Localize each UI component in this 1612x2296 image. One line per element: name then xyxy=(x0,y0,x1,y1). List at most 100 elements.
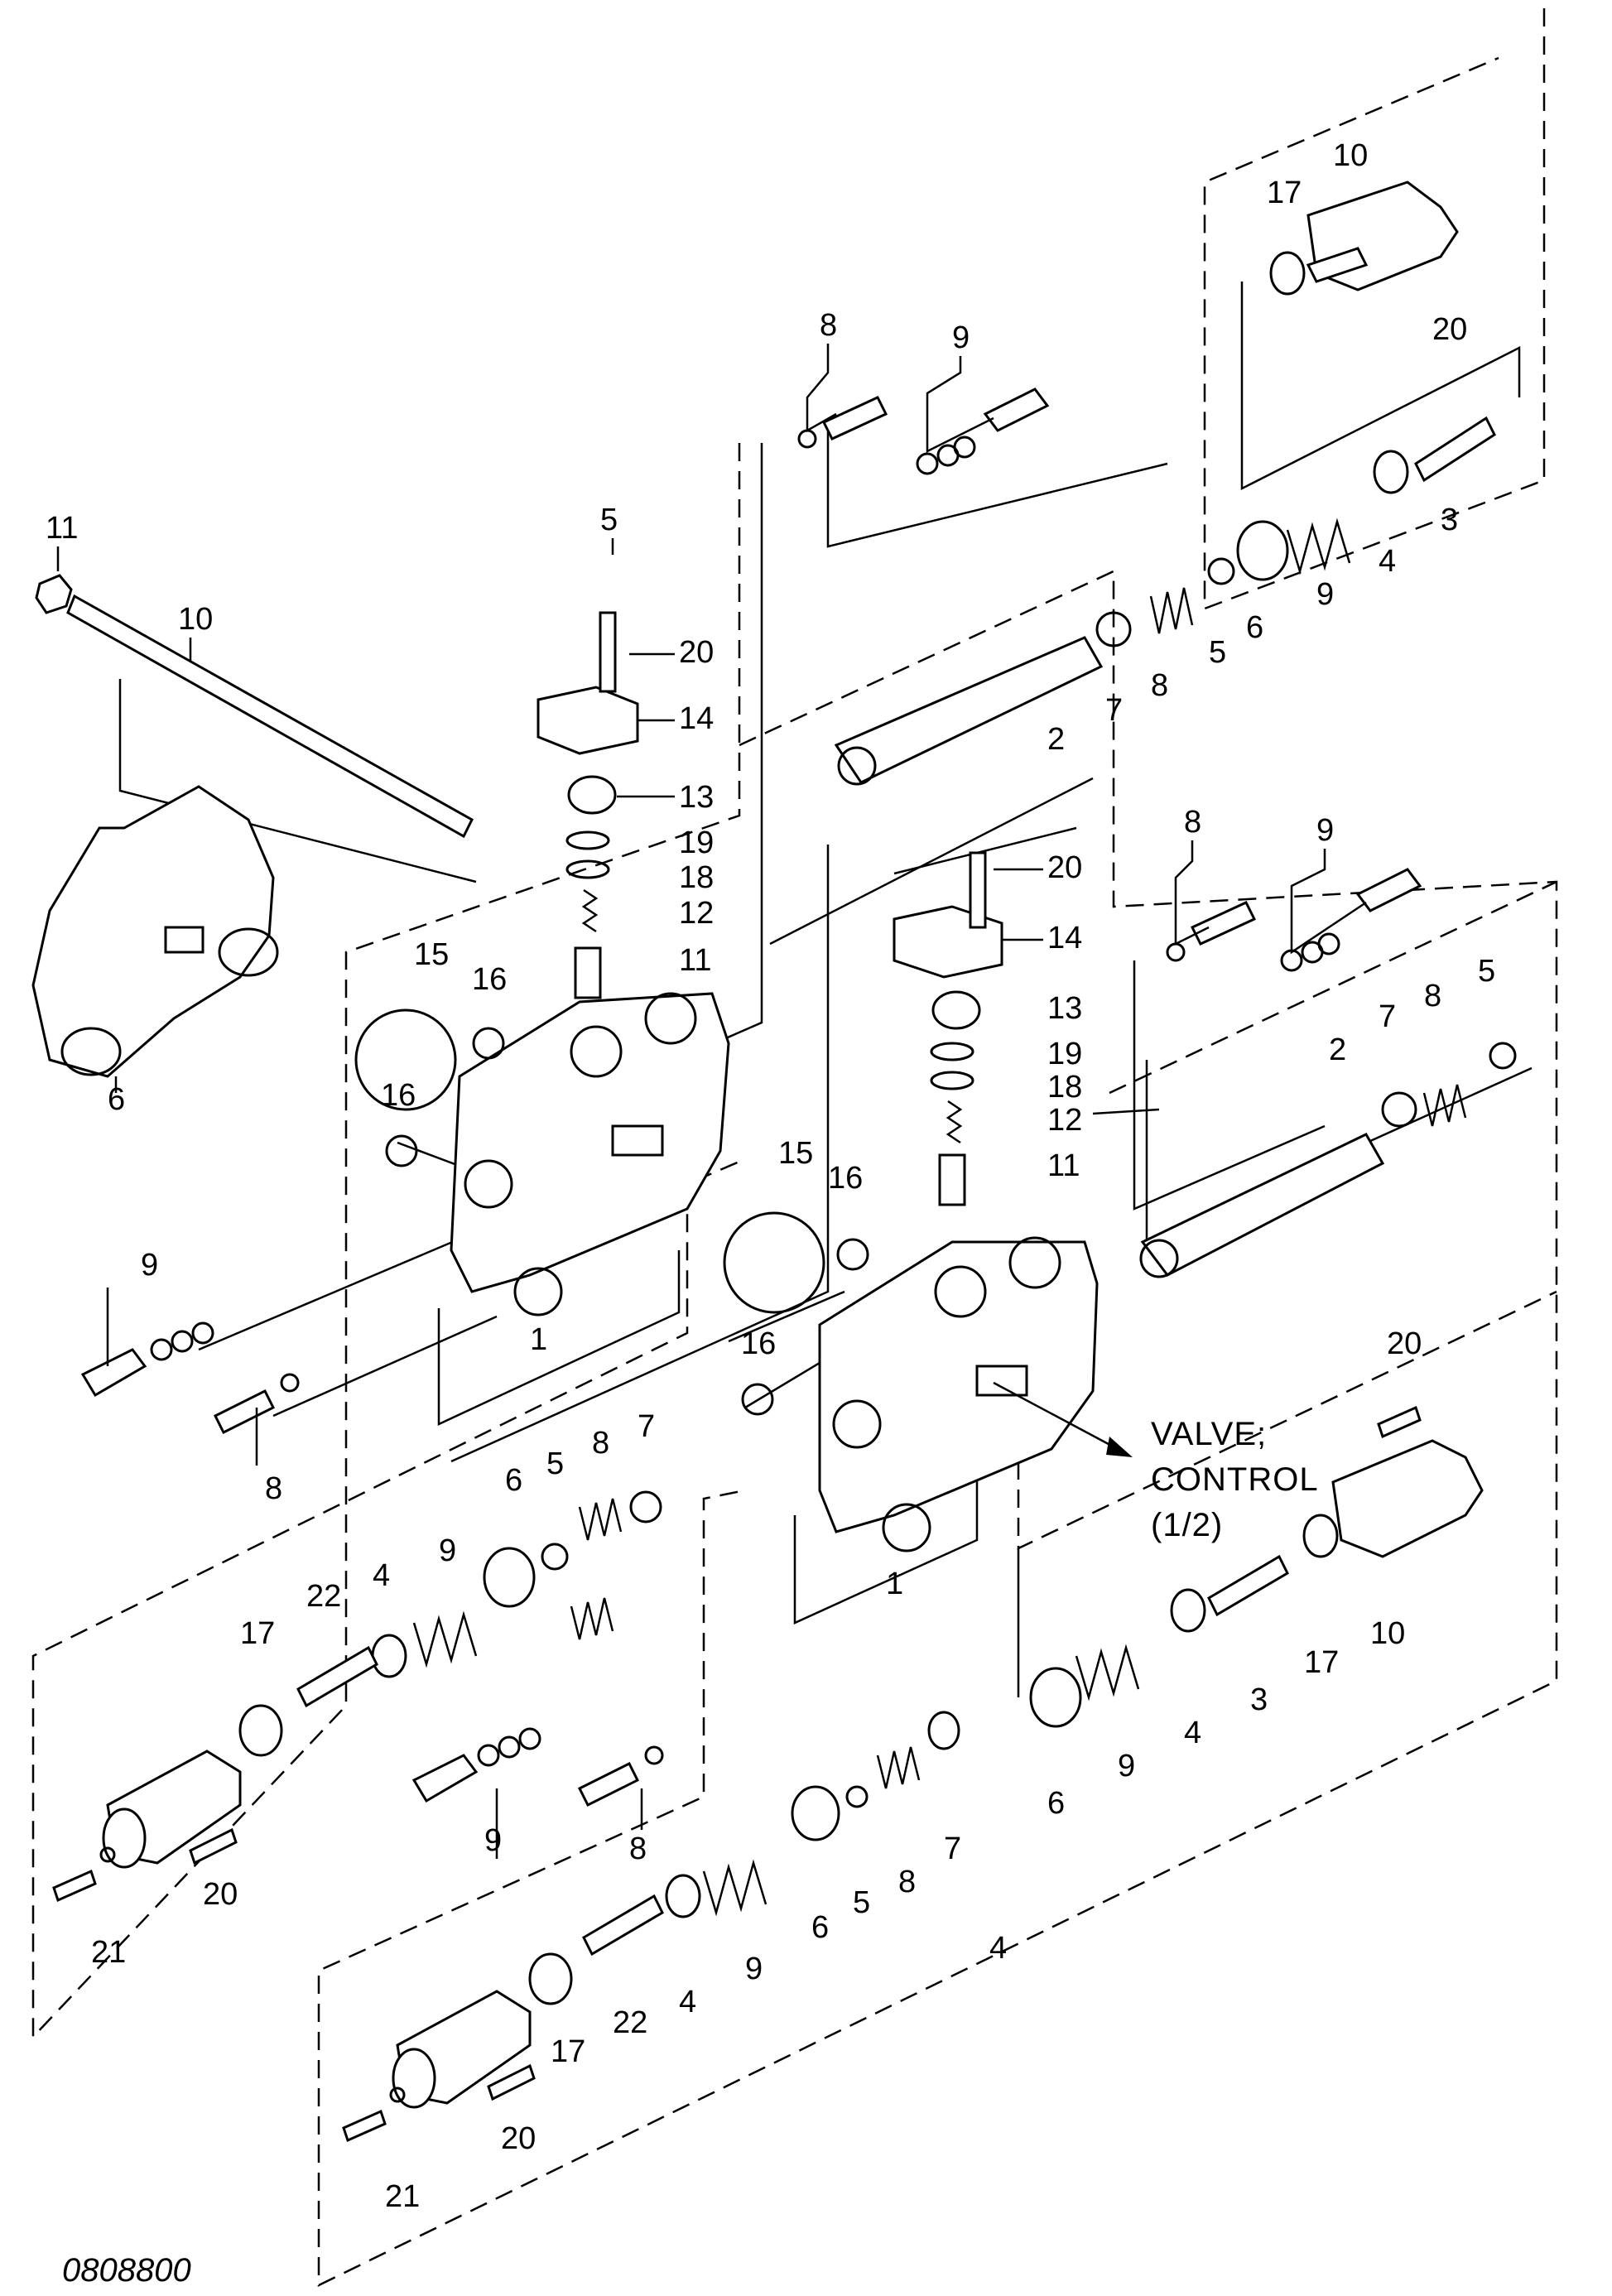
callout-20-bottom: 20 xyxy=(501,2121,536,2156)
callout-4-top-right: 4 xyxy=(1379,544,1396,579)
callout-20-right: 20 xyxy=(1387,1326,1422,1361)
plug-9d-shape xyxy=(411,1754,479,1803)
callout-1-lower-body: 1 xyxy=(886,1567,903,1601)
callout-6-top: 6 xyxy=(1246,610,1263,645)
callout-3-top-right: 3 xyxy=(1441,503,1458,537)
callout-10-right: 10 xyxy=(1370,1616,1405,1651)
plug-9c-shape xyxy=(80,1348,147,1398)
document-code: 0808800 xyxy=(62,2252,191,2289)
callout-1-upper-body: 1 xyxy=(530,1322,547,1357)
callout-22-bottom: 22 xyxy=(613,2005,647,2040)
callout-10-top-right: 10 xyxy=(1333,138,1368,173)
callout-7-bottom: 7 xyxy=(944,1832,961,1866)
callout-4-bottom-group: 4 xyxy=(989,1931,1007,1966)
plug-8d-shape xyxy=(577,1761,640,1807)
bracket-6-shape xyxy=(31,785,275,1078)
spool-2a-shape xyxy=(834,636,1104,784)
rod-assembly xyxy=(31,574,474,1078)
plug-8a-shape xyxy=(821,396,888,440)
callout-14-lower-plate: 14 xyxy=(1047,921,1082,955)
callout-15-lower: 15 xyxy=(778,1136,813,1171)
cap-10d-shape xyxy=(1331,1439,1484,1558)
callout-16-lower-left: 16 xyxy=(741,1326,776,1361)
right-lower-parts xyxy=(1029,1405,1484,1728)
callout-6-bracket: 6 xyxy=(108,1082,125,1117)
callout-8-top-spring: 8 xyxy=(1151,668,1168,703)
callout-9-mid-plug: 9 xyxy=(1316,813,1334,848)
o-ring-15b-shape xyxy=(723,1211,825,1314)
callout-8-mid-plug: 8 xyxy=(1184,805,1201,840)
plug-8b-shape xyxy=(1190,901,1257,946)
poppet-3a-shape xyxy=(1414,416,1496,483)
valve-body-1a-shape xyxy=(450,992,730,1293)
plug-9b-shape xyxy=(1355,868,1422,912)
callout-5-mid: 5 xyxy=(1478,954,1495,989)
callout-10-tie-rod: 10 xyxy=(178,602,213,637)
tie-rod-10-shape xyxy=(66,594,474,839)
callout-21-left: 21 xyxy=(91,1935,126,1970)
callout-labels: 11 10 6 5 20 14 13 19 18 12 11 15 16 16 … xyxy=(46,138,1495,2214)
callout-leaders xyxy=(56,344,1367,1859)
poppet-22a-shape xyxy=(296,1645,378,1708)
callout-4-left: 4 xyxy=(373,1558,390,1593)
callout-18-lower: 18 xyxy=(1047,1070,1082,1105)
callout-17-top-right: 17 xyxy=(1267,176,1302,210)
callout-7-top: 7 xyxy=(1105,693,1123,728)
callout-20-upper-plate: 20 xyxy=(679,635,714,670)
callout-16-lower-top: 16 xyxy=(828,1161,863,1196)
callout-8-left-plug: 8 xyxy=(265,1471,282,1506)
callout-9-top-plug: 9 xyxy=(952,320,970,355)
callout-17-bottom: 17 xyxy=(551,2034,585,2069)
callout-22-left: 22 xyxy=(306,1579,341,1614)
reference-note-line1: VALVE; xyxy=(1151,1416,1267,1452)
o-ring-15a-shape xyxy=(354,1008,457,1111)
callout-6-bottom: 6 xyxy=(811,1910,829,1945)
callout-4-right: 4 xyxy=(1184,1716,1201,1750)
callout-20-left: 20 xyxy=(203,1877,238,1912)
callout-9-left-plug: 9 xyxy=(141,1248,158,1283)
callout-13-upper: 13 xyxy=(679,780,714,815)
valve-body-1b-shape xyxy=(818,1240,1099,1533)
callout-8-bottom-spring: 8 xyxy=(898,1865,916,1899)
callout-4-bottom: 4 xyxy=(679,1985,696,2019)
callout-8-top-plug: 8 xyxy=(820,308,837,343)
callout-2-mid-spool: 2 xyxy=(1329,1032,1346,1067)
callout-14-upper-plate: 14 xyxy=(679,701,714,736)
callout-19-upper: 19 xyxy=(679,826,714,860)
callout-5-upper-group: 5 xyxy=(600,503,618,537)
callout-19-lower: 19 xyxy=(1047,1037,1082,1071)
callout-8-mid-spring: 8 xyxy=(1424,979,1441,1013)
callout-7-mid: 7 xyxy=(1379,999,1396,1034)
callout-12-lower: 12 xyxy=(1047,1103,1082,1138)
plug-9a-shape xyxy=(983,387,1050,432)
callout-16-upper-left: 16 xyxy=(381,1078,416,1113)
spool-2b-shape xyxy=(1140,1133,1385,1277)
plug-8c-shape xyxy=(213,1389,276,1435)
callout-9-right: 9 xyxy=(1118,1749,1135,1783)
callout-9-left-spring: 9 xyxy=(439,1533,456,1568)
poppet-3b-shape xyxy=(1207,1554,1289,1617)
reference-note-line3: (1/2) xyxy=(1151,1507,1223,1543)
callout-5-top: 5 xyxy=(1209,635,1226,670)
left-lower-parts xyxy=(52,1321,662,1903)
reference-note-line2: CONTROL xyxy=(1151,1461,1319,1498)
callout-12-upper: 12 xyxy=(679,896,714,931)
callout-7-left: 7 xyxy=(638,1409,655,1444)
callout-20-lower-plate: 20 xyxy=(1047,850,1082,885)
callout-13-lower: 13 xyxy=(1047,991,1082,1026)
callout-9-top-spring: 9 xyxy=(1316,577,1334,612)
callout-16-upper-top: 16 xyxy=(472,962,507,997)
callout-9-bottom: 9 xyxy=(745,1952,763,1986)
nut-11-shape xyxy=(35,574,73,614)
callout-5-left: 5 xyxy=(546,1446,564,1481)
callout-8-center-plug: 8 xyxy=(629,1832,647,1866)
group-boundaries xyxy=(31,8,1558,2288)
reference-arrow xyxy=(993,1381,1133,1457)
callout-11-lower: 11 xyxy=(1047,1148,1080,1183)
lower-valve-section xyxy=(723,851,1517,1552)
plate-14a-shape xyxy=(537,686,639,755)
poppet-22b-shape xyxy=(582,1894,664,1957)
callout-11-upper: 11 xyxy=(679,943,711,978)
callout-9-center-plug: 9 xyxy=(484,1823,502,1858)
callout-21-bottom: 21 xyxy=(385,2179,420,2214)
